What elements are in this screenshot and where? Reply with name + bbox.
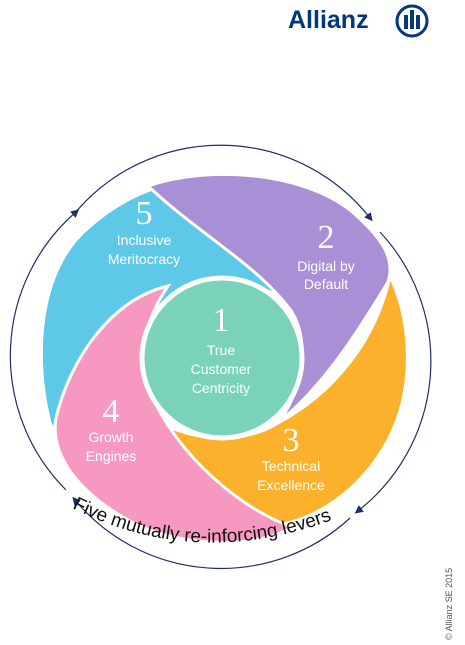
brand-name: Allianz [288, 6, 369, 34]
lever-label-group-5: 5 Inclusive Meritocracy [108, 195, 180, 267]
lever-line-1b: Customer [191, 361, 252, 377]
lever-center-1 [139, 275, 305, 441]
lever-line-1c: Centricity [192, 380, 250, 396]
lever-number-1: 1 [213, 302, 230, 339]
lever-line-3b: Excellence [257, 477, 325, 493]
lever-number-2: 2 [318, 219, 335, 256]
copyright-notice: © Allianz SE 2015 [444, 567, 454, 640]
lever-line-3a: Technical [262, 458, 320, 474]
lever-line-2b: Default [304, 276, 348, 292]
lever-line-5b: Meritocracy [108, 251, 180, 267]
lever-line-4a: Growth [88, 429, 133, 445]
lever-segment-2 [145, 172, 392, 425]
cycle-arc-left [9, 209, 80, 491]
lever-line-1a: True [207, 342, 235, 358]
lever-line-5a: Inclusive [117, 232, 172, 248]
cycle-arc-bottom [72, 496, 351, 570]
cycle-arc-top [74, 144, 373, 222]
lever-label-group-3: 3 Technical Excellence [257, 422, 325, 493]
allianz-logo: Allianz [288, 2, 465, 42]
lever-segment-4 [53, 283, 296, 544]
lever-number-5: 5 [136, 195, 153, 232]
lever-number-4: 4 [103, 393, 120, 430]
lever-label-group-2: 2 Digital by Default [297, 219, 355, 292]
lever-label-group-1: 1 True Customer Centricity [191, 302, 252, 396]
outer-cycle-ring [9, 144, 432, 570]
allianz-eagle-icon [395, 4, 429, 38]
lever-number-3: 3 [283, 422, 300, 459]
cycle-arc-right [354, 231, 432, 514]
lever-line-2a: Digital by [297, 258, 355, 274]
lever-line-4b: Engines [86, 448, 137, 464]
lever-label-group-4: 4 Growth Engines [86, 393, 137, 464]
